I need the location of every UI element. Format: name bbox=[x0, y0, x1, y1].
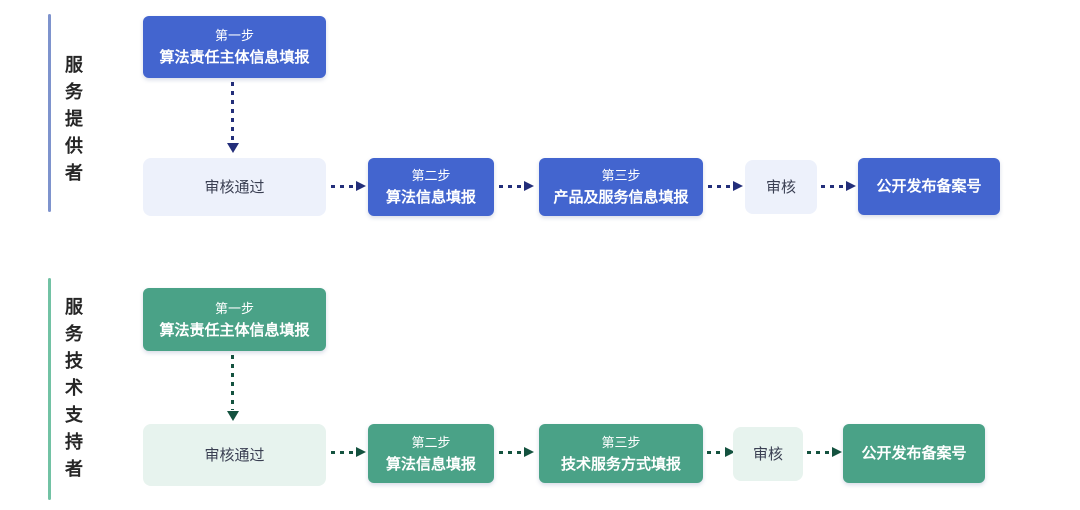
review-passed-label: 审核通过 bbox=[204, 178, 265, 196]
audit-label: 审核 bbox=[765, 178, 796, 196]
result-box: 公开发布备案号 bbox=[843, 424, 985, 483]
arrow-right-icon bbox=[356, 447, 366, 457]
lane-accent-bar bbox=[48, 278, 51, 500]
arrow-step1-to-review-line bbox=[231, 355, 234, 410]
step2-title: 算法信息填报 bbox=[385, 189, 476, 206]
arrow-right-icon bbox=[832, 447, 842, 457]
arrow-right-icon bbox=[356, 181, 366, 191]
arrow-right-icon bbox=[524, 447, 534, 457]
step3-box: 第三步 技术服务方式填报 bbox=[539, 424, 703, 483]
arrow-right-icon bbox=[725, 447, 735, 457]
review-passed-box: 审核通过 bbox=[143, 424, 326, 486]
arrow-down-icon bbox=[227, 411, 239, 421]
step3-title: 产品及服务信息填报 bbox=[553, 189, 689, 206]
step2-box: 第二步 算法信息填报 bbox=[368, 158, 494, 216]
arrow-step3-to-audit-line bbox=[707, 451, 725, 454]
step3-box: 第三步 产品及服务信息填报 bbox=[539, 158, 703, 216]
arrow-step2-to-step3-line bbox=[499, 185, 524, 188]
arrow-right-icon bbox=[733, 181, 743, 191]
arrow-right-icon bbox=[524, 181, 534, 191]
step1-title: 算法责任主体信息填报 bbox=[159, 321, 310, 339]
arrow-audit-to-result-line bbox=[821, 185, 846, 188]
step2-box: 第二步 算法信息填报 bbox=[368, 424, 494, 483]
step3-step-label: 第三步 bbox=[601, 168, 641, 183]
arrow-review-to-step2-line bbox=[331, 451, 356, 454]
step3-step-label: 第三步 bbox=[601, 434, 641, 450]
audit-label: 审核 bbox=[752, 445, 783, 463]
result-box: 公开发布备案号 bbox=[858, 158, 1000, 215]
audit-box: 审核 bbox=[733, 427, 803, 481]
arrow-step3-to-audit-line bbox=[708, 185, 733, 188]
arrow-right-icon bbox=[846, 181, 856, 191]
step2-step-label: 第二步 bbox=[411, 434, 451, 450]
step1-box: 第一步 算法责任主体信息填报 bbox=[143, 16, 326, 78]
step1-step-label: 第一步 bbox=[214, 300, 254, 316]
review-passed-label: 审核通过 bbox=[204, 446, 265, 464]
step1-step-label: 第一步 bbox=[214, 28, 254, 43]
arrow-review-to-step2-line bbox=[331, 185, 356, 188]
step2-title: 算法信息填报 bbox=[385, 455, 476, 473]
review-passed-box: 审核通过 bbox=[143, 158, 326, 216]
arrow-step1-to-review-line bbox=[231, 82, 234, 142]
lane-label: 服务提供者 bbox=[65, 55, 83, 183]
step1-box: 第一步 算法责任主体信息填报 bbox=[143, 288, 326, 351]
arrow-down-icon bbox=[227, 143, 239, 153]
arrow-step2-to-step3-line bbox=[499, 451, 524, 454]
step1-title: 算法责任主体信息填报 bbox=[159, 49, 310, 66]
result-label: 公开发布备案号 bbox=[861, 445, 967, 462]
lane-label: 服务技术支持者 bbox=[65, 297, 83, 479]
arrow-audit-to-result-line bbox=[807, 451, 832, 454]
step3-title: 技术服务方式填报 bbox=[560, 455, 681, 473]
step2-step-label: 第二步 bbox=[411, 168, 451, 183]
lane-accent-bar bbox=[48, 14, 51, 212]
audit-box: 审核 bbox=[745, 160, 817, 214]
result-label: 公开发布备案号 bbox=[876, 178, 982, 195]
